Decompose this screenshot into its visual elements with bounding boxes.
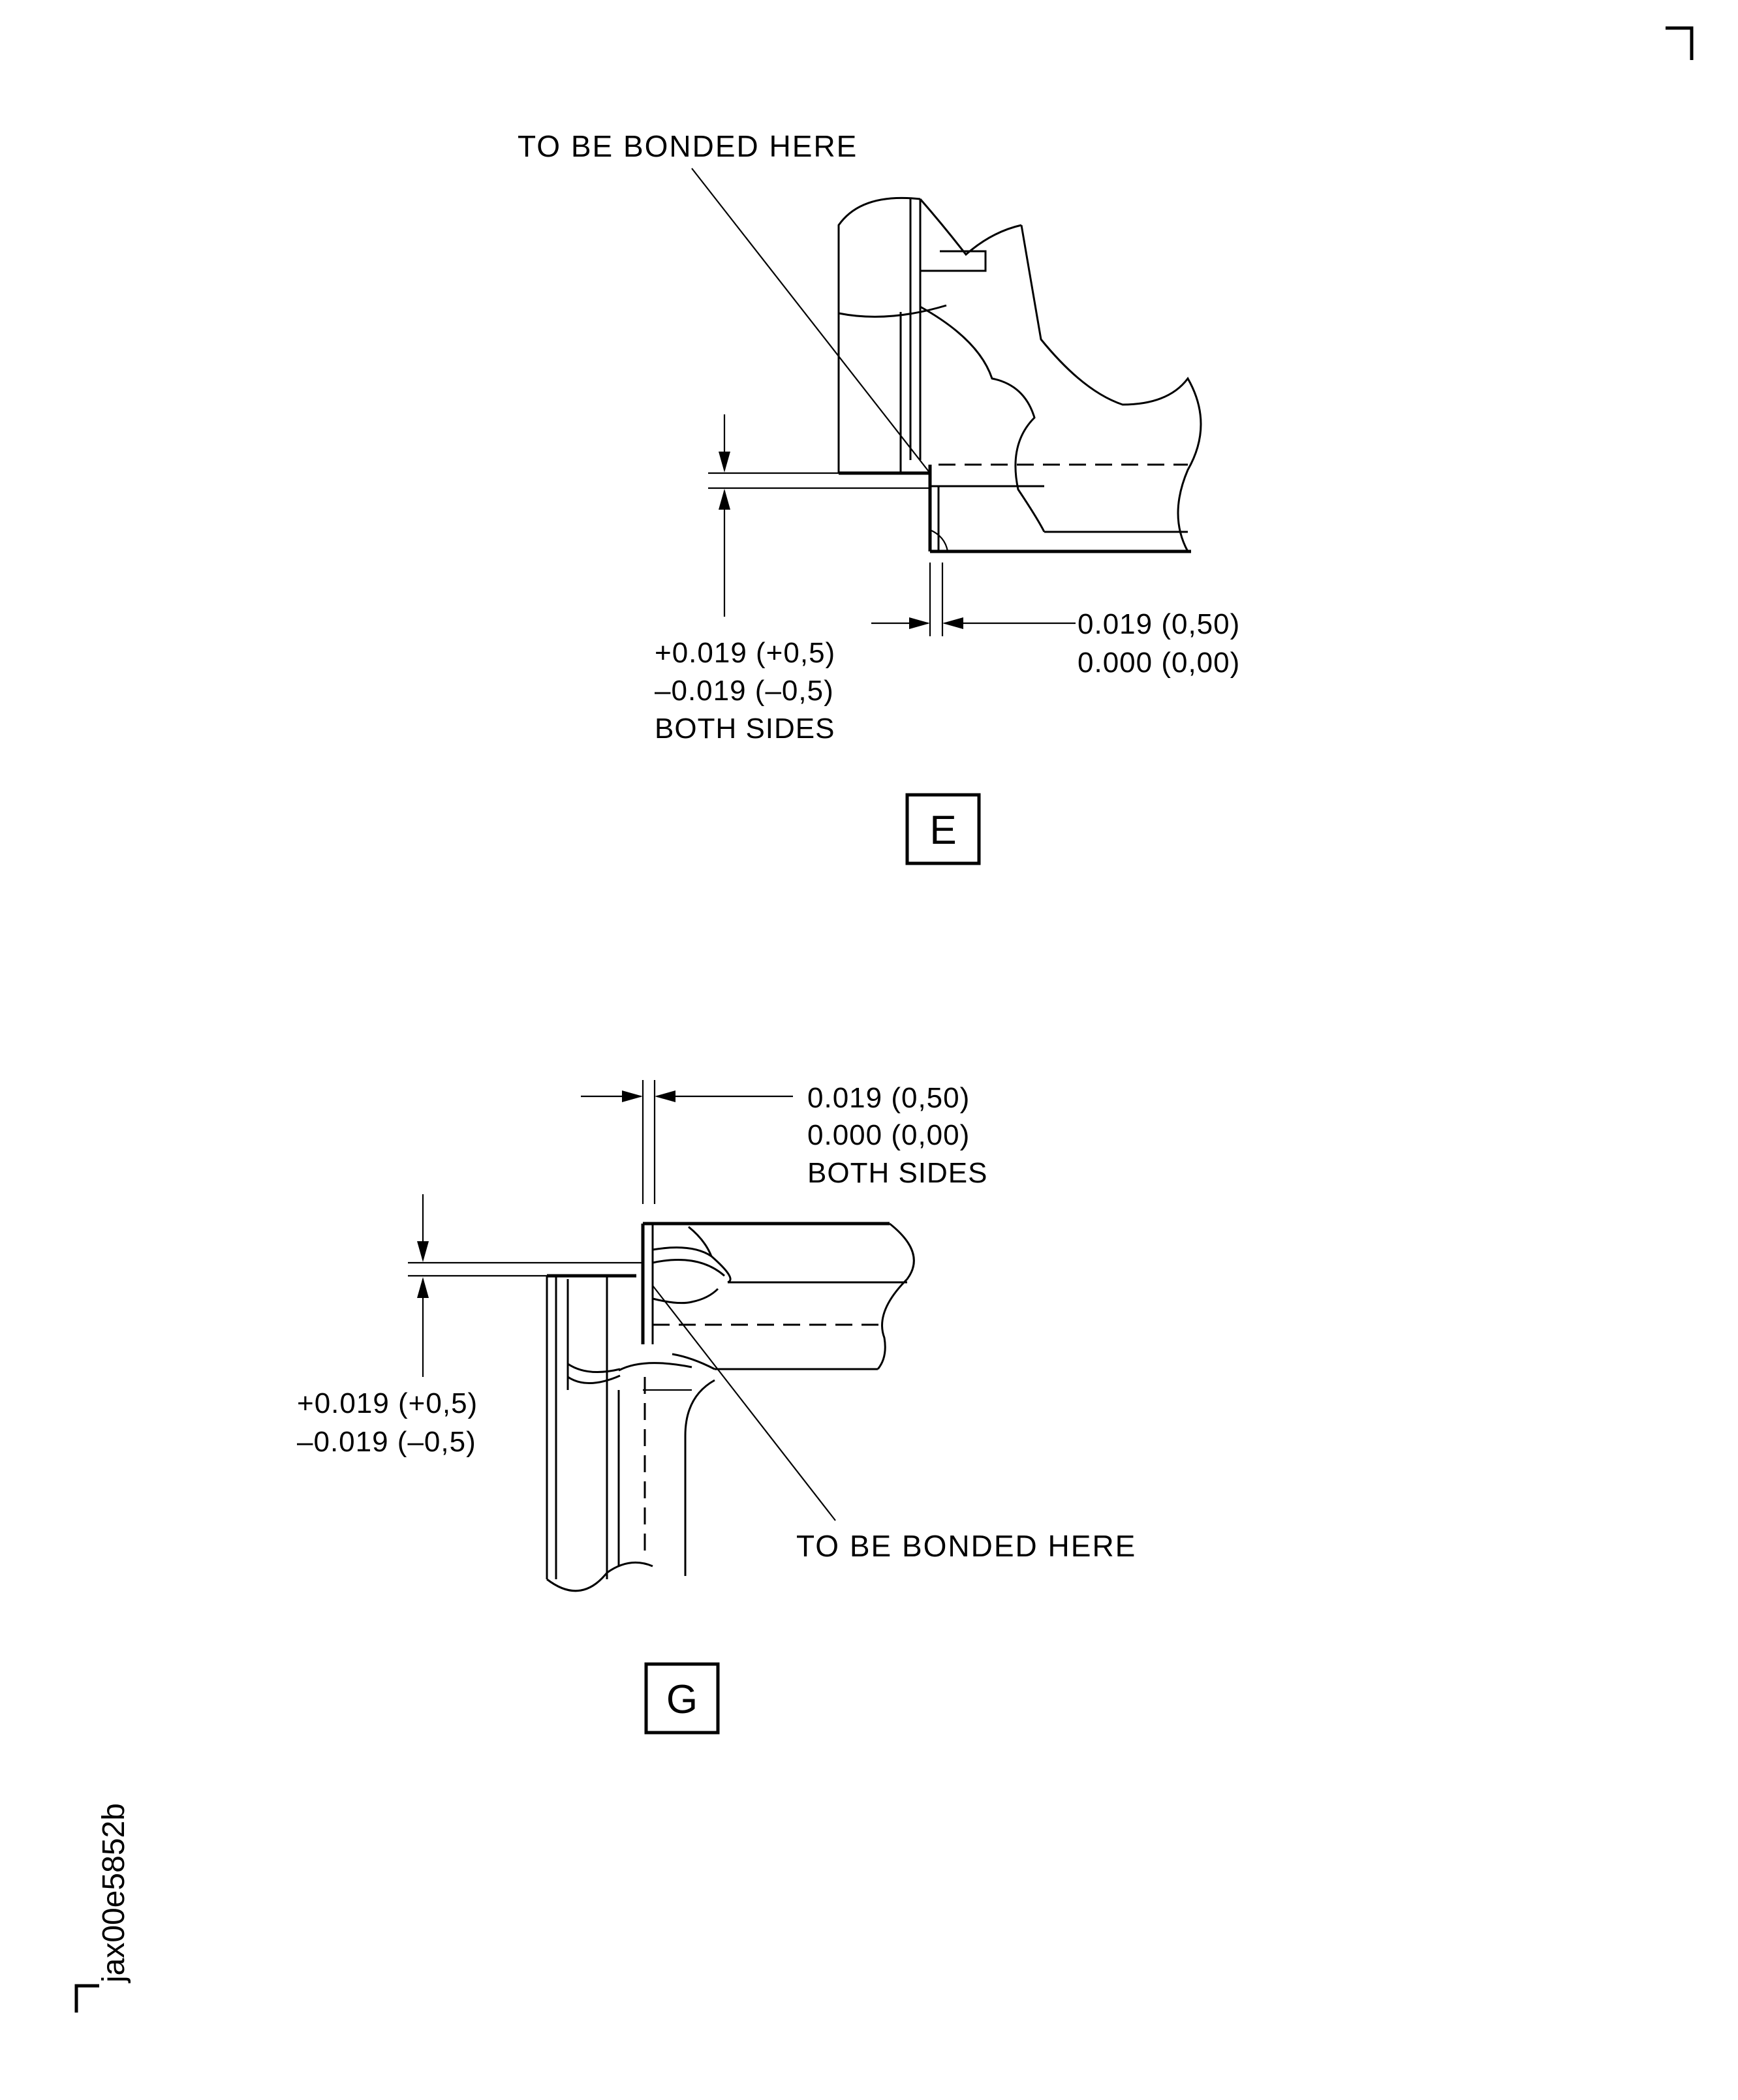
view-e-note-leader bbox=[691, 168, 931, 474]
view-e-offset-arrow-up bbox=[719, 489, 730, 510]
view-e-gap-arrow-right bbox=[909, 617, 930, 629]
view-e-gap-dimension bbox=[871, 563, 1076, 636]
view-g-tube bbox=[546, 1274, 715, 1592]
corner-mark-top-right bbox=[1666, 26, 1694, 60]
view-g-offset-tol-lower: –0.019 (–0,5) bbox=[297, 1426, 476, 1458]
view-g-note: TO BE BONDED HERE bbox=[796, 1529, 1136, 1563]
figure-code: jax00e5852b bbox=[97, 1803, 131, 1984]
view-e-fitting bbox=[919, 198, 1202, 553]
view-e-gap-arrow-left bbox=[942, 617, 963, 629]
view-e-offset-dimension bbox=[708, 414, 930, 617]
view-g-ref-letter: G bbox=[666, 1677, 698, 1722]
view-e-offset-arrow-down bbox=[719, 452, 730, 472]
view-e-gap-tol-lower: 0.000 (0,00) bbox=[1078, 647, 1240, 679]
view-e-offset-tol-lower: –0.019 (–0,5) bbox=[655, 675, 834, 707]
view-g-gap-tol-upper: 0.019 (0,50) bbox=[807, 1082, 970, 1114]
corner-mark-bottom-left bbox=[74, 1984, 99, 2013]
view-e-gap-tol-upper: 0.019 (0,50) bbox=[1078, 608, 1240, 640]
view-g-ref-box bbox=[644, 1662, 720, 1735]
view-e-offset-tol-both-sides: BOTH SIDES bbox=[655, 713, 835, 745]
view-e-ref-letter: E bbox=[929, 808, 956, 853]
view-e-ref-box bbox=[905, 793, 981, 865]
view-g-gap-tol-lower: 0.000 (0,00) bbox=[807, 1119, 970, 1151]
view-e-offset-tol-upper: +0.019 (+0,5) bbox=[655, 637, 835, 669]
view-g-offset-arrow-up bbox=[417, 1277, 429, 1298]
view-g-gap-dimension bbox=[581, 1080, 793, 1204]
view-g-gap-tol-both-sides: BOTH SIDES bbox=[807, 1157, 988, 1189]
view-g-offset-dimension bbox=[408, 1194, 643, 1377]
view-g-gap-arrow-left bbox=[655, 1090, 675, 1102]
view-e-note: TO BE BONDED HERE bbox=[518, 129, 858, 163]
view-g-fitting bbox=[641, 1222, 915, 1370]
view-g: 0.019 (0,50) 0.000 (0,00) BOTH SIDES +0.… bbox=[297, 1080, 1136, 1735]
view-e-tube bbox=[837, 196, 947, 475]
view-g-offset-tol-upper: +0.019 (+0,5) bbox=[297, 1387, 478, 1419]
view-g-note-leader bbox=[652, 1285, 836, 1521]
view-e: TO BE BONDED HERE +0.019 (+0,5) –0.019 (… bbox=[518, 129, 1240, 865]
view-g-offset-arrow-down bbox=[417, 1241, 429, 1262]
view-g-gap-arrow-right bbox=[622, 1090, 643, 1102]
